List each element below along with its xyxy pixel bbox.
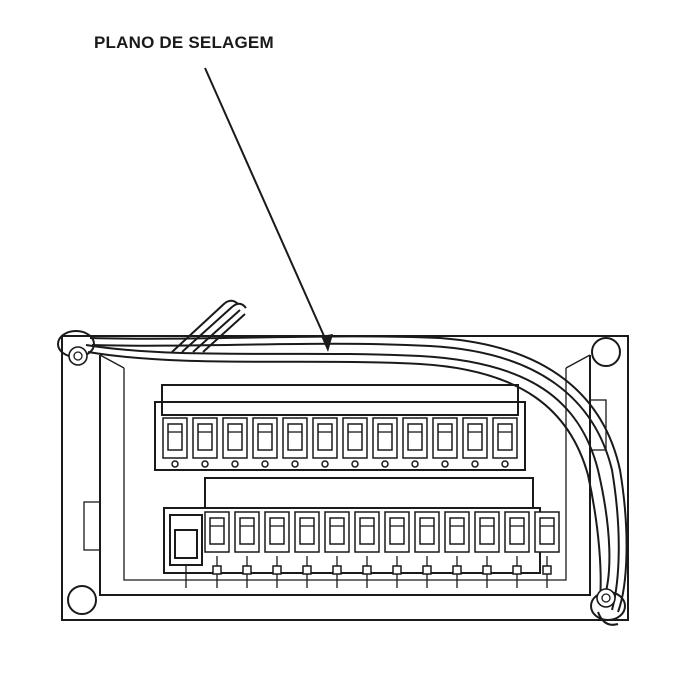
upper-terminal xyxy=(342,417,368,468)
upper-terminal xyxy=(282,417,308,468)
upper-terminal xyxy=(312,417,338,468)
upper-terminal xyxy=(252,417,278,468)
callout-leader xyxy=(204,67,333,352)
upper-terminal xyxy=(402,417,428,468)
seal-plane-label: PLANO DE SELAGEM xyxy=(94,33,274,52)
lower-terminal xyxy=(264,511,290,588)
upper-terminal xyxy=(492,417,518,468)
lower-terminal xyxy=(324,511,350,588)
lower-terminal-block xyxy=(163,477,560,588)
lower-terminal xyxy=(234,511,260,588)
mounting-holes xyxy=(67,337,621,615)
upper-terminal xyxy=(372,417,398,468)
upper-terminal xyxy=(462,417,488,468)
lower-terminal xyxy=(204,511,230,588)
upper-terminal xyxy=(432,417,458,468)
lower-terminal xyxy=(414,511,440,588)
lower-terminal xyxy=(294,511,320,588)
lower-terminal xyxy=(504,511,530,588)
upper-terminal xyxy=(192,417,218,468)
lower-terminal xyxy=(534,511,560,588)
lower-terminal xyxy=(444,511,470,588)
upper-terminal xyxy=(162,417,188,468)
lower-terminal xyxy=(384,511,410,588)
upper-terminal xyxy=(222,417,248,468)
seal-wire xyxy=(57,299,628,626)
lower-terminal xyxy=(354,511,380,588)
upper-terminal-block xyxy=(154,384,526,471)
lower-terminal xyxy=(474,511,500,588)
